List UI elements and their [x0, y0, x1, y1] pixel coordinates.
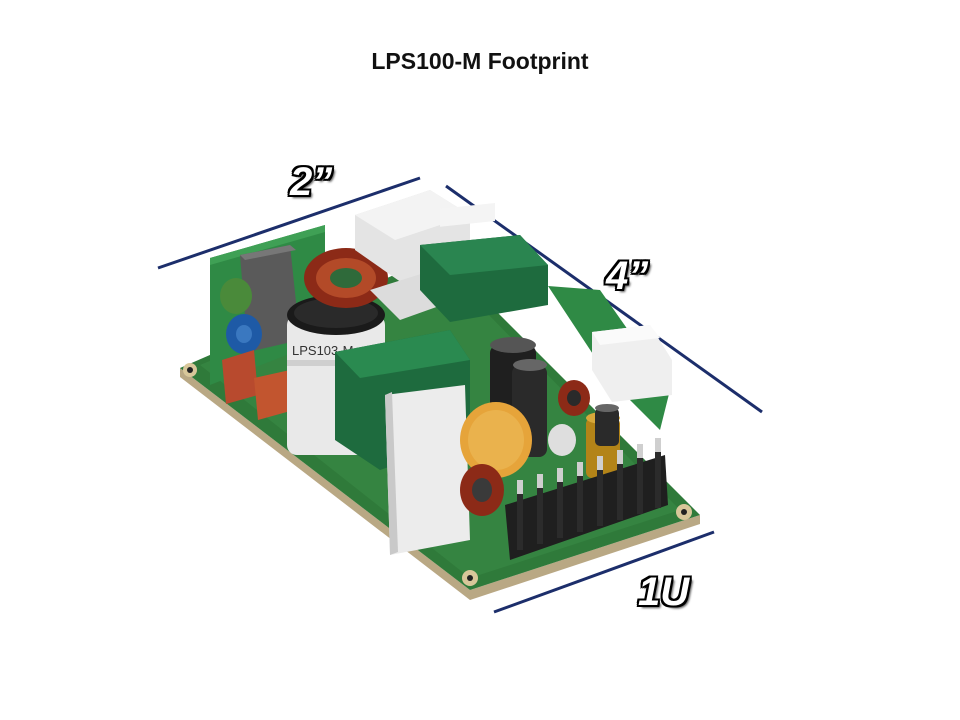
slide-title: LPS100-M Footprint	[371, 48, 589, 74]
height-dimension-line	[493, 530, 715, 614]
width-dimension-line	[157, 176, 421, 270]
width-dimension-label: 2”	[290, 160, 333, 204]
power-supply-board: LPS103-M	[180, 190, 700, 600]
length-dimension-label: 4”	[606, 254, 649, 298]
height-dimension-label: 1U	[638, 570, 690, 614]
